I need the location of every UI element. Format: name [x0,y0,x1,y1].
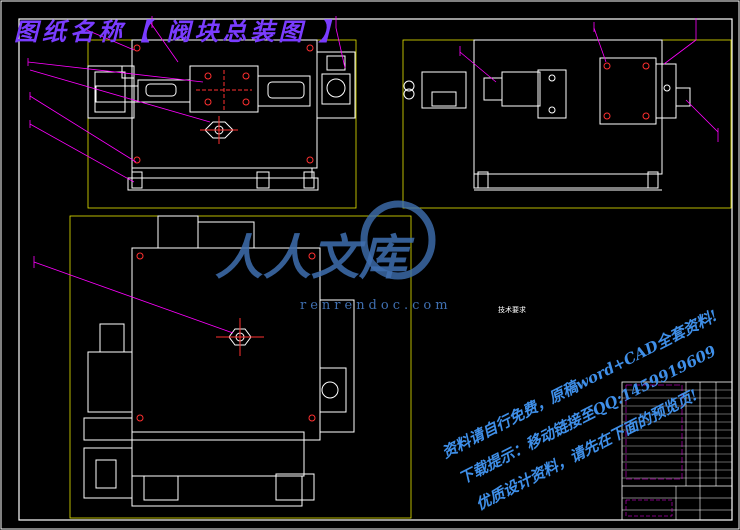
leader-lines-top [33,256,234,334]
watermark-ring [360,200,436,280]
title-block [621,381,733,521]
drawing-title: 图纸名称【 阀块总装图 】 [14,17,347,46]
view-side [402,39,732,209]
leader-lines-side [459,18,719,142]
watermark-logo: 人人文库 [215,230,408,286]
technical-requirements-label: 技术要求 [498,306,526,314]
watermark-url: renrendoc.com [300,298,452,313]
view-top [69,215,412,519]
drawing-frame [18,18,733,521]
leader-lines-front [27,16,346,183]
view-front [87,39,357,209]
